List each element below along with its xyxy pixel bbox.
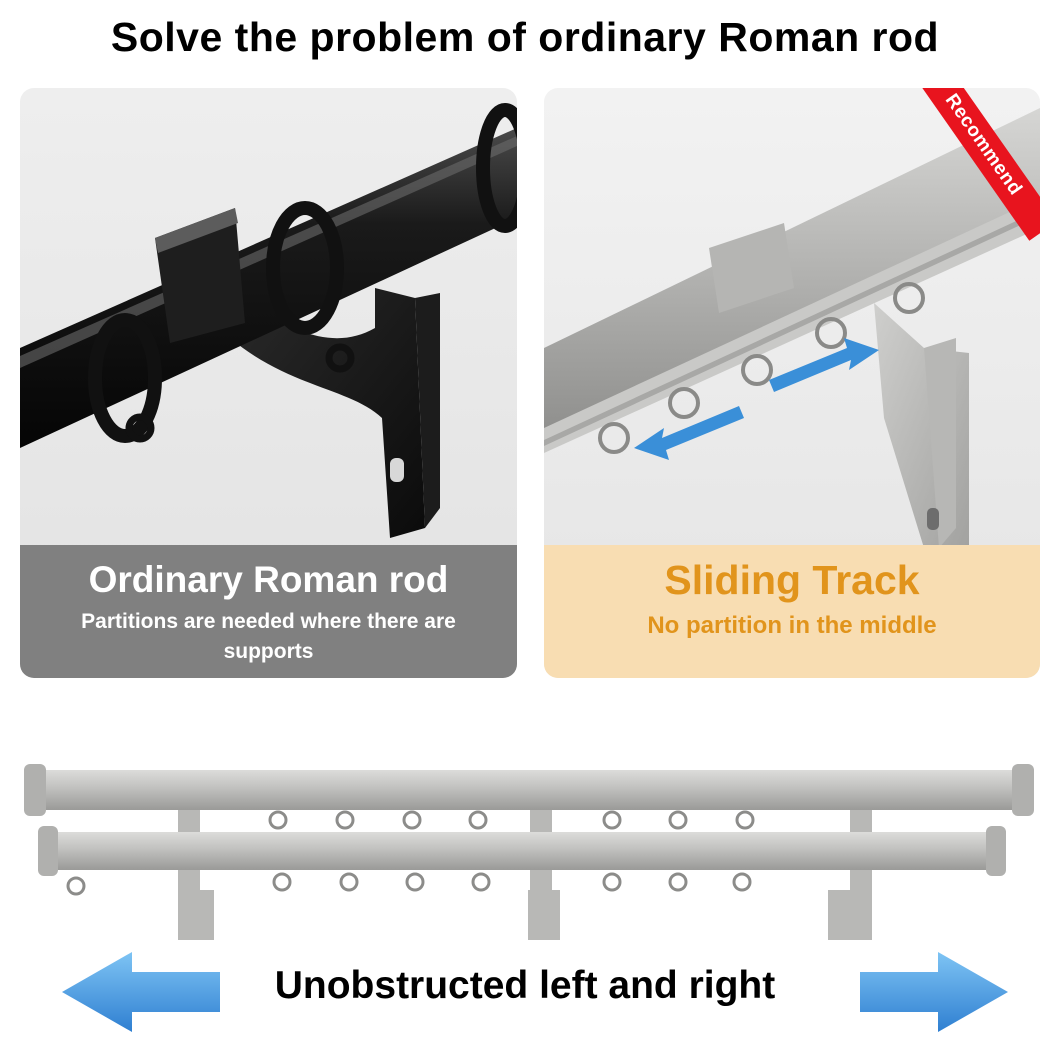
bracket-collar [709, 223, 794, 313]
headline: Solve the problem of ordinary Roman rod [110, 14, 940, 60]
sliding-track-panel: Recommend Sliding Track No partition in … [544, 88, 1040, 678]
silver-rod [544, 108, 1040, 453]
sliding-track-subtitle: No partition in the middle [647, 612, 937, 639]
slide-arrows [634, 338, 879, 460]
black-bracket [230, 288, 440, 538]
track-sliders [598, 282, 925, 454]
sliding-track-title: Sliding Track [664, 557, 920, 603]
ordinary-rod-subtitle: Partitions are needed where there are su… [81, 610, 456, 663]
black-rod-illustration [20, 103, 517, 538]
sliding-track-caption: Sliding Track No partition in the middle [544, 545, 1040, 678]
bottom-label: Unobstructed left and right [274, 964, 776, 1007]
left-right-arrows [62, 952, 1008, 1032]
silver-bracket [874, 303, 969, 545]
back-rod [38, 826, 1006, 876]
front-rod [24, 764, 1034, 816]
rod-rings [66, 810, 755, 896]
double-rod-illustration [24, 764, 1034, 1032]
ordinary-rod-title: Ordinary Roman rod [88, 559, 449, 600]
ordinary-rod-panel: Ordinary Roman rod Partitions are needed… [20, 88, 517, 678]
ordinary-rod-caption: Ordinary Roman rod Partitions are needed… [20, 545, 517, 678]
curtain-rings [88, 103, 517, 443]
silver-track-illustration [544, 108, 1040, 545]
